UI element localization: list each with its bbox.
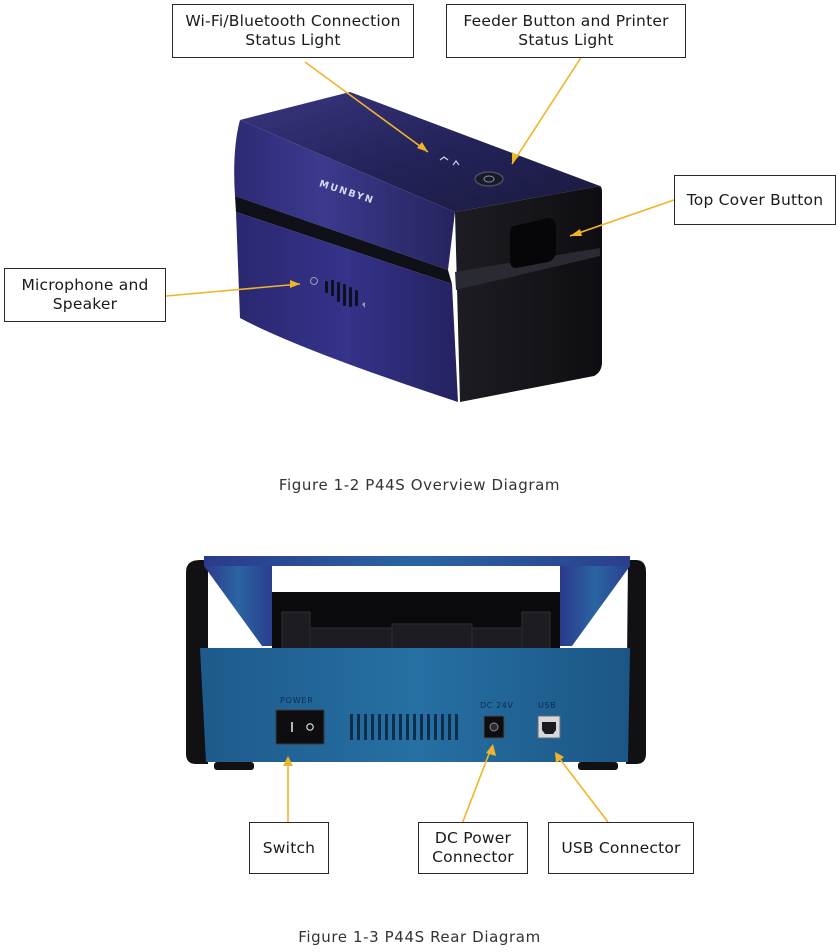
usb-label: USB: [538, 701, 557, 710]
dc-jack-pin-icon: [489, 722, 499, 732]
printer-top-cover: [240, 92, 600, 212]
printer-front-illustration: [165, 55, 675, 402]
microphone-icon: [310, 277, 318, 285]
power-label: POWER: [280, 696, 314, 705]
printer-front-lower: [236, 212, 458, 402]
overview-figure: MUNBYN Wi-Fi/Bluetooth Connection Status…: [4, 4, 836, 494]
wifi-bluetooth-status-light: [439, 156, 460, 166]
overview-caption: Figure 1-2 P44S Overview Diagram: [278, 476, 561, 494]
speaker-icon: [362, 302, 365, 308]
callout-microphone-speaker: Microphone and Speaker: [4, 268, 166, 322]
top-cover-button[interactable]: [510, 218, 556, 268]
rear-left-shell: [186, 560, 208, 764]
callout-usb-connector: USB Connector: [548, 822, 694, 874]
feeder-button[interactable]: [474, 171, 504, 187]
rear-lower-panel: [200, 648, 630, 762]
rear-leader-arrowheads: [283, 744, 564, 766]
rear-upper-right-panel: [560, 566, 630, 646]
callout-feeder-button-status-light: Feeder Button and Printer Status Light: [446, 4, 686, 58]
callout-wifi-bluetooth-status-light: Wi-Fi/Bluetooth Connection Status Light: [172, 4, 414, 58]
left-foot: [214, 762, 254, 770]
rear-figure: POWER DC 24V USB Switch DC Power Connect…: [0, 500, 839, 952]
printer-right-side: [455, 186, 602, 402]
printer-rear-illustration: [186, 556, 646, 825]
rear-leader-lines: [287, 745, 609, 825]
callout-top-cover-button: Top Cover Button: [674, 175, 836, 225]
right-foot: [578, 762, 618, 770]
usb-b-icon: [542, 722, 556, 734]
power-switch[interactable]: [275, 709, 325, 745]
feeder-button-ring-icon: [483, 175, 495, 183]
rear-caption: Figure 1-3 P44S Rear Diagram: [298, 928, 541, 946]
callout-switch: Switch: [249, 822, 329, 874]
printer-front-upper: [234, 120, 455, 270]
ventilation-slots: [350, 714, 458, 740]
power-off-mark-icon: [306, 723, 314, 731]
rear-right-shell: [626, 560, 646, 764]
dc-label: DC 24V: [480, 701, 514, 710]
paper-output-slot: [235, 196, 452, 284]
callout-dc-power-connector: DC Power Connector: [418, 822, 528, 874]
leader-arrowheads: [290, 142, 582, 288]
paper-guides: [281, 611, 551, 653]
speaker-grille: [325, 280, 358, 307]
side-seam: [455, 248, 600, 290]
leader-lines: [165, 55, 675, 297]
rear-top-cover: [204, 556, 630, 566]
rear-upper-left-panel: [204, 566, 272, 646]
